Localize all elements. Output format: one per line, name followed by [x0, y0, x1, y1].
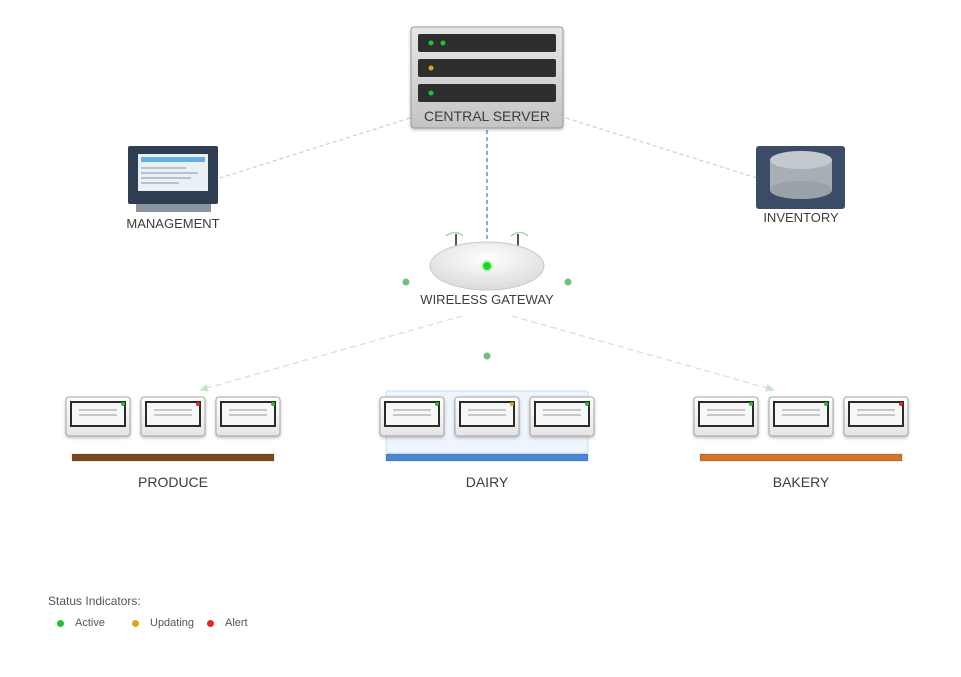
active-status-led: [271, 402, 275, 406]
wireless-gateway-label: WIRELESS GATEWAY: [420, 292, 554, 307]
updating-status-led: [510, 402, 514, 406]
section-name-dairy: DAIRY: [465, 474, 509, 490]
shelf-sections: [65, 390, 909, 462]
server-led: [428, 90, 434, 96]
shelf-label-device[interactable]: [529, 396, 595, 437]
device-display: [534, 401, 590, 427]
server-unit: [418, 84, 556, 102]
active-status-icon: [57, 619, 64, 627]
device-display: [145, 401, 201, 427]
active-status-led: [585, 402, 589, 406]
legend-item-updating: Updating: [132, 617, 194, 629]
legend-item-alert: Alert: [207, 617, 248, 629]
active-status-led: [435, 402, 439, 406]
device-display: [384, 401, 440, 427]
shelf-bar: [699, 453, 903, 462]
signal-dots: [402, 278, 572, 360]
legend-label: Alert: [225, 617, 248, 629]
shelf-label-device[interactable]: [768, 396, 834, 437]
device-display: [70, 401, 126, 427]
wifi-signal-icon: [445, 231, 464, 237]
signal-dot: [402, 278, 410, 286]
server-led: [428, 40, 434, 46]
connections: [199, 117, 775, 392]
section-dairy[interactable]: [379, 390, 595, 462]
server-led: [428, 65, 434, 71]
section-name-bakery: BAKERY: [772, 474, 830, 490]
inventory-label: INVENTORY: [763, 210, 839, 225]
shelf-bar: [71, 453, 275, 462]
active-status-led: [824, 402, 828, 406]
shelf-label-device[interactable]: [65, 396, 131, 437]
shelf-label-device[interactable]: [693, 396, 759, 437]
legend-label: Active: [75, 617, 105, 629]
legend-label: Updating: [150, 617, 195, 629]
device-display: [773, 401, 829, 427]
database-cylinder-top: [770, 151, 832, 169]
device-display: [848, 401, 904, 427]
legend-item-active: Active: [57, 617, 105, 629]
inventory-database[interactable]: [756, 146, 845, 209]
management-label: MANAGEMENT: [126, 216, 220, 231]
gateway-status-led: [483, 262, 491, 270]
alert-status-led: [899, 402, 903, 406]
active-status-led: [749, 402, 753, 406]
laptop-base: [136, 204, 211, 212]
section-name-produce: PRODUCE: [137, 474, 209, 490]
alert-status-led: [196, 402, 200, 406]
central-server[interactable]: [410, 26, 564, 129]
link-server-management: [219, 117, 411, 179]
central-server-label: CENTRAL SERVER: [423, 108, 551, 124]
server-chassis: [410, 26, 564, 129]
updating-status-icon: [132, 619, 139, 627]
section-produce[interactable]: [65, 396, 281, 462]
management-terminal[interactable]: [128, 146, 218, 212]
device-display: [459, 401, 515, 427]
signal-dot: [564, 278, 572, 286]
device-display: [220, 401, 276, 427]
screen-line: [141, 177, 191, 179]
wireless-gateway[interactable]: [429, 231, 545, 291]
link-gateway-produce: [199, 315, 463, 392]
shelf-label-device[interactable]: [843, 396, 909, 437]
shelf-label-device[interactable]: [140, 396, 206, 437]
server-unit: [418, 59, 556, 77]
shelf-label-device[interactable]: [215, 396, 281, 437]
signal-dot: [483, 352, 491, 360]
server-unit: [418, 34, 556, 52]
device-display: [698, 401, 754, 427]
legend-title: Status Indicators:: [48, 594, 141, 608]
link-gateway-bakery: [511, 315, 775, 392]
section-bakery[interactable]: [693, 396, 909, 462]
screen-line: [141, 172, 198, 174]
active-status-led: [121, 402, 125, 406]
screen-header-bar: [141, 157, 205, 162]
screen-line: [141, 182, 179, 184]
alert-status-icon: [207, 619, 214, 627]
shelf-label-device[interactable]: [454, 396, 520, 437]
shelf-bar: [385, 453, 589, 462]
wifi-signal-icon: [510, 231, 529, 237]
server-led: [440, 40, 446, 46]
database-cylinder-bottom: [770, 181, 832, 199]
link-server-inventory: [565, 117, 758, 179]
screen-line: [141, 167, 186, 169]
shelf-label-device[interactable]: [379, 396, 445, 437]
